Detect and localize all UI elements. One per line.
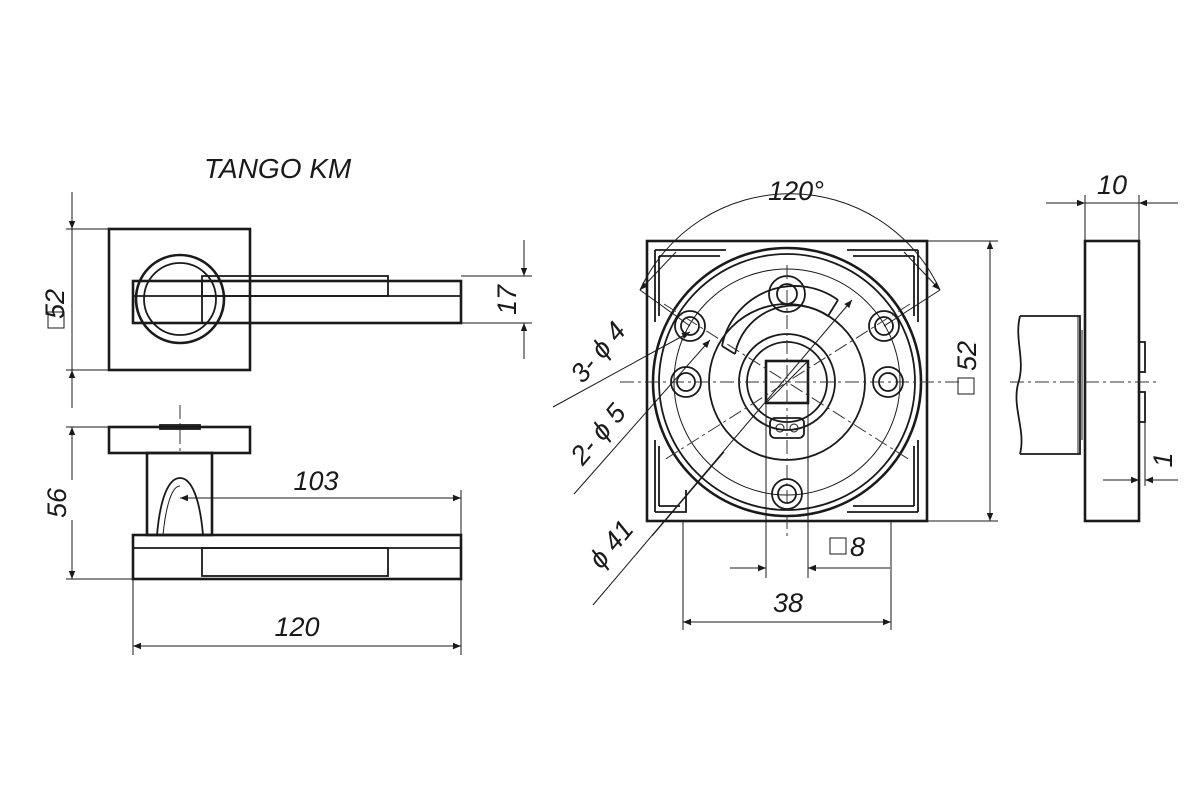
dim-holes-2: 2- ϕ 5 — [564, 397, 633, 471]
profile-view: 10 1 — [1010, 170, 1178, 523]
square-symbol-icon — [47, 311, 65, 329]
dim-spacing-38: 38 — [773, 588, 803, 618]
side-view: 56 103 120 — [42, 405, 463, 655]
drawing-title: TANGO KM — [204, 153, 352, 184]
dim-spindle-8: 8 — [850, 532, 865, 562]
dim-holes-3: 3- ϕ 4 — [564, 316, 631, 388]
square-symbol-icon — [829, 537, 847, 555]
dim-angle-120: 120° — [768, 176, 824, 206]
dim-side-56: 56 — [42, 487, 72, 518]
dim-lever-103: 103 — [293, 466, 338, 496]
front-view: 120° 3- ϕ 4 2- ϕ 5 ϕ 41 8 38 52 — [552, 176, 998, 630]
square-symbol-icon — [957, 377, 975, 395]
top-view: 52 17 — [40, 192, 532, 408]
dim-lever-120: 120 — [274, 612, 319, 642]
dim-rosette-52: 52 — [40, 289, 70, 319]
dim-thickness-10: 10 — [1097, 170, 1127, 200]
dim-rosette-52-right: 52 — [952, 341, 982, 371]
dim-diameter-41: ϕ 41 — [583, 514, 640, 574]
dim-lever-17: 17 — [492, 284, 522, 315]
dim-offset-1: 1 — [1148, 452, 1178, 467]
